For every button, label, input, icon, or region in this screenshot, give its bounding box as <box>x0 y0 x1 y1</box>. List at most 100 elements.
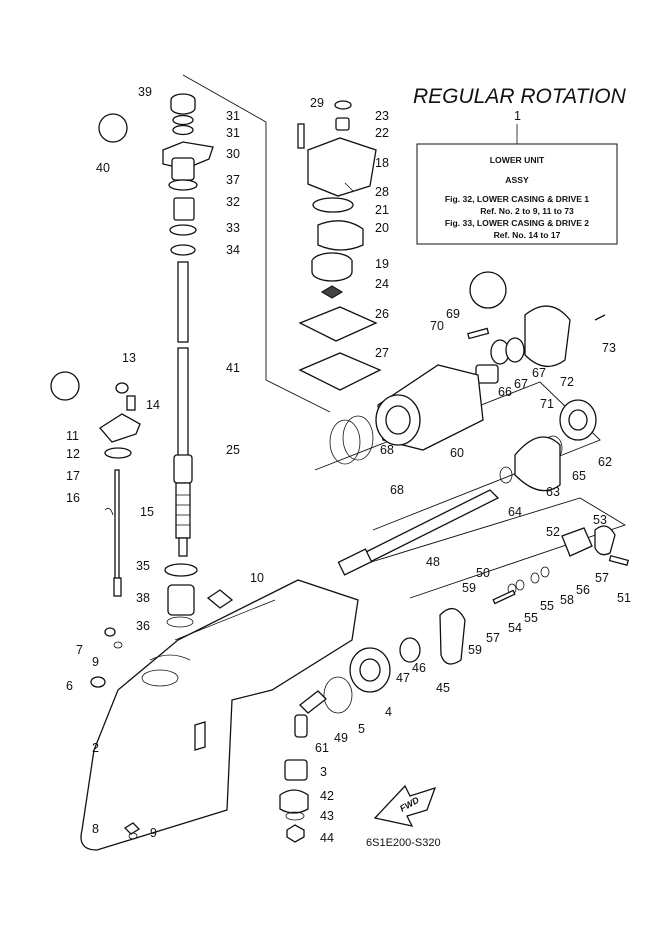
callout-44: 44 <box>320 831 334 845</box>
callout-25: 25 <box>226 443 240 457</box>
callout-2: 2 <box>92 741 99 755</box>
callout-66: 66 <box>498 385 512 399</box>
callout-8: 8 <box>92 822 99 836</box>
callout-63: 63 <box>546 485 560 499</box>
callout-53: 53 <box>593 513 607 527</box>
callout-29: 29 <box>310 96 324 110</box>
box-line-1: Fig. 32, LOWER CASING & DRIVE 1 <box>445 194 589 204</box>
callout-labels: 39 31 31 30 40 37 32 33 34 41 13 14 11 1… <box>66 85 631 845</box>
callout-38: 38 <box>136 591 150 605</box>
callout-19: 19 <box>375 257 389 271</box>
callout-39: 39 <box>138 85 152 99</box>
callout-42: 42 <box>320 789 334 803</box>
callout-37: 37 <box>226 173 240 187</box>
callout-55a: 55 <box>540 599 554 613</box>
box-line-3: Fig. 33, LOWER CASING & DRIVE 2 <box>445 218 589 228</box>
callout-35: 35 <box>136 559 150 573</box>
sealant-icon <box>98 113 128 143</box>
water-pump-assembly <box>297 100 382 391</box>
lower-casing <box>80 579 359 851</box>
callout-40: 40 <box>96 161 110 175</box>
shift-rod-assembly <box>99 382 141 597</box>
callout-15: 15 <box>140 505 154 519</box>
callout-36: 36 <box>136 619 150 633</box>
drive-shaft-assembly <box>162 93 214 557</box>
callout-30: 30 <box>226 147 240 161</box>
callout-71: 71 <box>540 397 554 411</box>
callout-55b: 55 <box>524 611 538 625</box>
callout-50: 50 <box>476 566 490 580</box>
callout-41: 41 <box>226 361 240 375</box>
callout-24: 24 <box>375 277 389 291</box>
callout-5: 5 <box>358 722 365 736</box>
callout-27: 27 <box>375 346 389 360</box>
callout-32: 32 <box>226 195 240 209</box>
callout-18: 18 <box>375 156 389 170</box>
callout-31b: 31 <box>226 126 240 140</box>
callout-59a: 59 <box>462 581 476 595</box>
callout-72: 72 <box>560 375 574 389</box>
callout-26: 26 <box>375 307 389 321</box>
callout-60: 60 <box>450 446 464 460</box>
box-line-4: Ref. No. 14 to 17 <box>494 230 561 240</box>
callout-31a: 31 <box>226 109 240 123</box>
propeller-shaft-group-bracket <box>344 497 627 599</box>
callout-69: 69 <box>446 307 460 321</box>
box-line-2: Ref. No. 2 to 9, 11 to 73 <box>480 206 574 216</box>
callout-6: 6 <box>66 679 73 693</box>
callout-68b: 68 <box>390 483 404 497</box>
callout-68a: 68 <box>380 443 394 457</box>
callout-51: 51 <box>617 591 631 605</box>
callout-54: 54 <box>508 621 522 635</box>
callout-7: 7 <box>76 643 83 657</box>
callout-61: 61 <box>315 741 329 755</box>
callout-12: 12 <box>66 447 80 461</box>
box-sub: ASSY <box>505 175 529 185</box>
callout-28: 28 <box>375 185 389 199</box>
callout-22: 22 <box>375 126 389 140</box>
callout-57b: 57 <box>486 631 500 645</box>
callout-67b: 67 <box>532 366 546 380</box>
callout-59b: 59 <box>468 643 482 657</box>
callout-14: 14 <box>146 398 160 412</box>
callout-52: 52 <box>546 525 560 539</box>
bearing-housing-assembly <box>329 305 606 492</box>
callout-4: 4 <box>385 705 392 719</box>
drive-shaft-group-bracket <box>182 74 331 413</box>
callout-58: 58 <box>560 593 574 607</box>
callout-9a: 9 <box>92 655 99 669</box>
box-heading: LOWER UNIT <box>490 155 545 165</box>
callout-3: 3 <box>320 765 327 779</box>
callout-47: 47 <box>396 671 410 685</box>
callout-67a: 67 <box>514 377 528 391</box>
callout-73: 73 <box>602 341 616 355</box>
callout-48: 48 <box>426 555 440 569</box>
callout-46: 46 <box>412 661 426 675</box>
lower-unit-assy-box <box>416 143 618 245</box>
callout-16: 16 <box>66 491 80 505</box>
callout-10: 10 <box>250 571 264 585</box>
callout-56: 56 <box>576 583 590 597</box>
callout-17: 17 <box>66 469 80 483</box>
pinion-assembly <box>90 563 309 843</box>
callout-11: 11 <box>66 429 79 443</box>
callout-13: 13 <box>122 351 136 365</box>
grease-icon-1 <box>50 371 80 401</box>
propeller-shaft-assembly <box>299 489 630 714</box>
diagram-code: 6S1E200-S320 <box>366 837 441 849</box>
callout-43: 43 <box>320 809 334 823</box>
callout-49: 49 <box>334 731 348 745</box>
callout-57a: 57 <box>595 571 609 585</box>
grease-icon-2 <box>469 271 507 309</box>
callout-70: 70 <box>430 319 444 333</box>
callout-33: 33 <box>226 221 240 235</box>
callout-21: 21 <box>375 203 389 217</box>
callout-23: 23 <box>375 109 389 123</box>
callout-20: 20 <box>375 221 389 235</box>
diagram-title: REGULAR ROTATION <box>413 85 627 108</box>
callout-45: 45 <box>436 681 450 695</box>
callout-62: 62 <box>598 455 612 469</box>
forward-direction-arrow <box>373 784 437 827</box>
callout-64: 64 <box>508 505 522 519</box>
